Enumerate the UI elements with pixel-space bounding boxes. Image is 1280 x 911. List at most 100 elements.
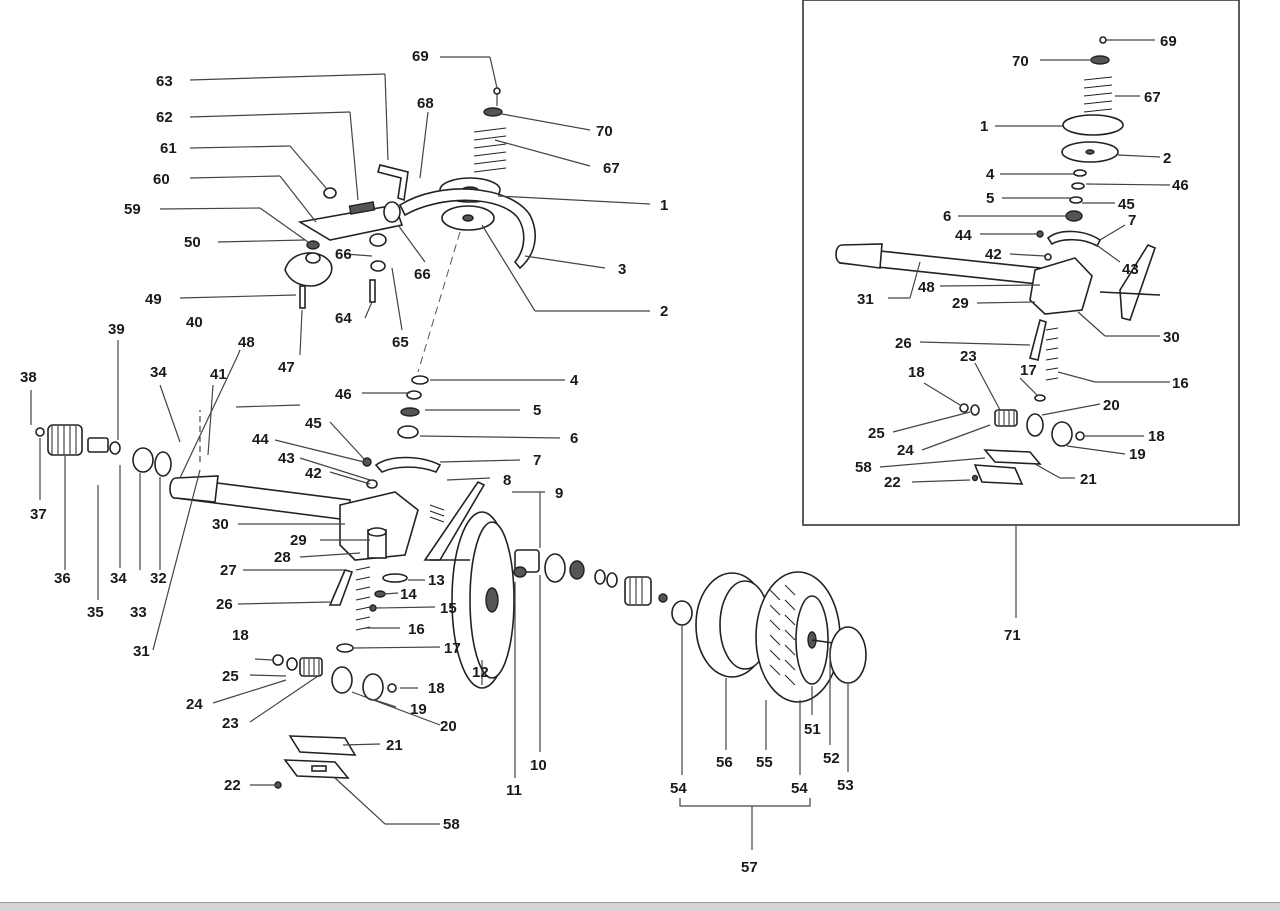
callout-label: 52 — [823, 750, 840, 767]
callout-label: 47 — [278, 359, 295, 376]
inset-box — [802, 0, 1240, 618]
inset-callout-label: 23 — [960, 348, 977, 365]
callout-label: 60 — [153, 171, 170, 188]
callout-label: 34 — [110, 570, 127, 587]
callout-label: 37 — [30, 506, 47, 523]
inset-callout-label: 30 — [1163, 329, 1180, 346]
inset-callout-label: 44 — [955, 227, 972, 244]
callout-label: 58 — [443, 816, 460, 833]
callout-label: 23 — [222, 715, 239, 732]
inset-callout-label: 24 — [897, 442, 914, 459]
callout-label: 54 — [670, 780, 687, 797]
callout-label: 40 — [186, 314, 203, 331]
inset-callout-label: 18 — [1148, 428, 1165, 445]
inset-callout-label: 46 — [1172, 177, 1189, 194]
inset-callout-label: 26 — [895, 335, 912, 352]
callout-label: 70 — [596, 123, 613, 140]
callout-label: 67 — [603, 160, 620, 177]
inset-callout-label: 21 — [1080, 471, 1097, 488]
callout-label: 20 — [440, 718, 457, 735]
callout-label: 6 — [570, 430, 578, 447]
callout-label: 46 — [335, 386, 352, 403]
callout-label: 5 — [533, 402, 541, 419]
callout-label: 18 — [232, 627, 249, 644]
callout-label: 2 — [660, 303, 668, 320]
bottom-scrollbar-strip — [0, 902, 1280, 911]
callout-label: 32 — [150, 570, 167, 587]
inset-callout-label: 43 — [1122, 261, 1139, 278]
inset-callout-label: 29 — [952, 295, 969, 312]
callout-label: 28 — [274, 549, 291, 566]
callout-label: 51 — [804, 721, 821, 738]
inset-callout-label: 6 — [943, 208, 951, 225]
inset-callout-label: 2 — [1163, 150, 1171, 167]
callout-label: 69 — [412, 48, 429, 65]
inset-callout-label: 1 — [980, 118, 988, 135]
callout-label: 62 — [156, 109, 173, 126]
callout-label: 45 — [305, 415, 322, 432]
callout-label: 17 — [444, 640, 461, 657]
callout-label: 34 — [150, 364, 167, 381]
callout-label: 66 — [414, 266, 431, 283]
callout-label: 27 — [220, 562, 237, 579]
inset-callout-label: 22 — [884, 474, 901, 491]
callout-label: 18 — [428, 680, 445, 697]
inset-callout-label: 7 — [1128, 212, 1136, 229]
main-assembly-drawing — [35, 87, 867, 789]
inset-reference-label: 71 — [1004, 627, 1021, 644]
callout-label: 7 — [533, 452, 541, 469]
inset-callout-label: 45 — [1118, 196, 1135, 213]
callout-label: 26 — [216, 596, 233, 613]
inset-callout-label: 58 — [855, 459, 872, 476]
inset-callout-label: 20 — [1103, 397, 1120, 414]
callout-label: 11 — [506, 782, 522, 799]
callout-label: 4 — [570, 372, 579, 389]
callout-label: 36 — [54, 570, 71, 587]
callout-label: 59 — [124, 201, 141, 218]
callout-label: 42 — [305, 465, 322, 482]
main-callout-labels: 1 2 3 4 5 6 7 8 9 10 11 12 13 14 15 16 1… — [20, 48, 854, 876]
callout-label: 31 — [133, 643, 150, 660]
callout-label: 53 — [837, 777, 854, 794]
callout-label: 29 — [290, 532, 307, 549]
callout-label: 33 — [130, 604, 147, 621]
callout-label: 10 — [530, 757, 547, 774]
inset-callout-labels: 69 70 67 1 2 4 46 5 45 6 7 44 42 43 31 4… — [855, 33, 1189, 644]
inset-callout-label: 16 — [1172, 375, 1189, 392]
callout-label: 30 — [212, 516, 229, 533]
inset-callout-label: 18 — [908, 364, 925, 381]
callout-label: 44 — [252, 431, 269, 448]
inset-callout-label: 17 — [1020, 362, 1037, 379]
callout-label: 57 — [741, 859, 758, 876]
callout-label: 12 — [472, 664, 489, 681]
callout-label: 38 — [20, 369, 37, 386]
callout-label: 22 — [224, 777, 241, 794]
callout-label: 56 — [716, 754, 733, 771]
inset-callout-label: 67 — [1144, 89, 1161, 106]
callout-label: 15 — [440, 600, 457, 617]
callout-label: 9 — [555, 485, 563, 502]
inset-callout-label: 42 — [985, 246, 1002, 263]
callout-label: 1 — [660, 197, 668, 214]
callout-label: 68 — [417, 95, 434, 112]
callout-label: 35 — [87, 604, 104, 621]
inset-assembly-drawing — [835, 36, 1161, 485]
callout-label: 55 — [756, 754, 773, 771]
callout-label: 16 — [408, 621, 425, 638]
callout-label: 64 — [335, 310, 352, 327]
callout-label: 14 — [400, 586, 417, 603]
inset-callout-label: 4 — [986, 166, 995, 183]
callout-label: 50 — [184, 234, 201, 251]
inset-callout-label: 31 — [857, 291, 874, 308]
callout-label: 63 — [156, 73, 173, 90]
callout-label: 54 — [791, 780, 808, 797]
callout-label: 24 — [186, 696, 203, 713]
inset-callout-label: 69 — [1160, 33, 1177, 50]
callout-label: 43 — [278, 450, 295, 467]
inset-callout-label: 48 — [918, 279, 935, 296]
callout-label: 19 — [410, 701, 427, 718]
callout-label: 8 — [503, 472, 511, 489]
callout-label: 39 — [108, 321, 125, 338]
inset-callout-label: 25 — [868, 425, 885, 442]
